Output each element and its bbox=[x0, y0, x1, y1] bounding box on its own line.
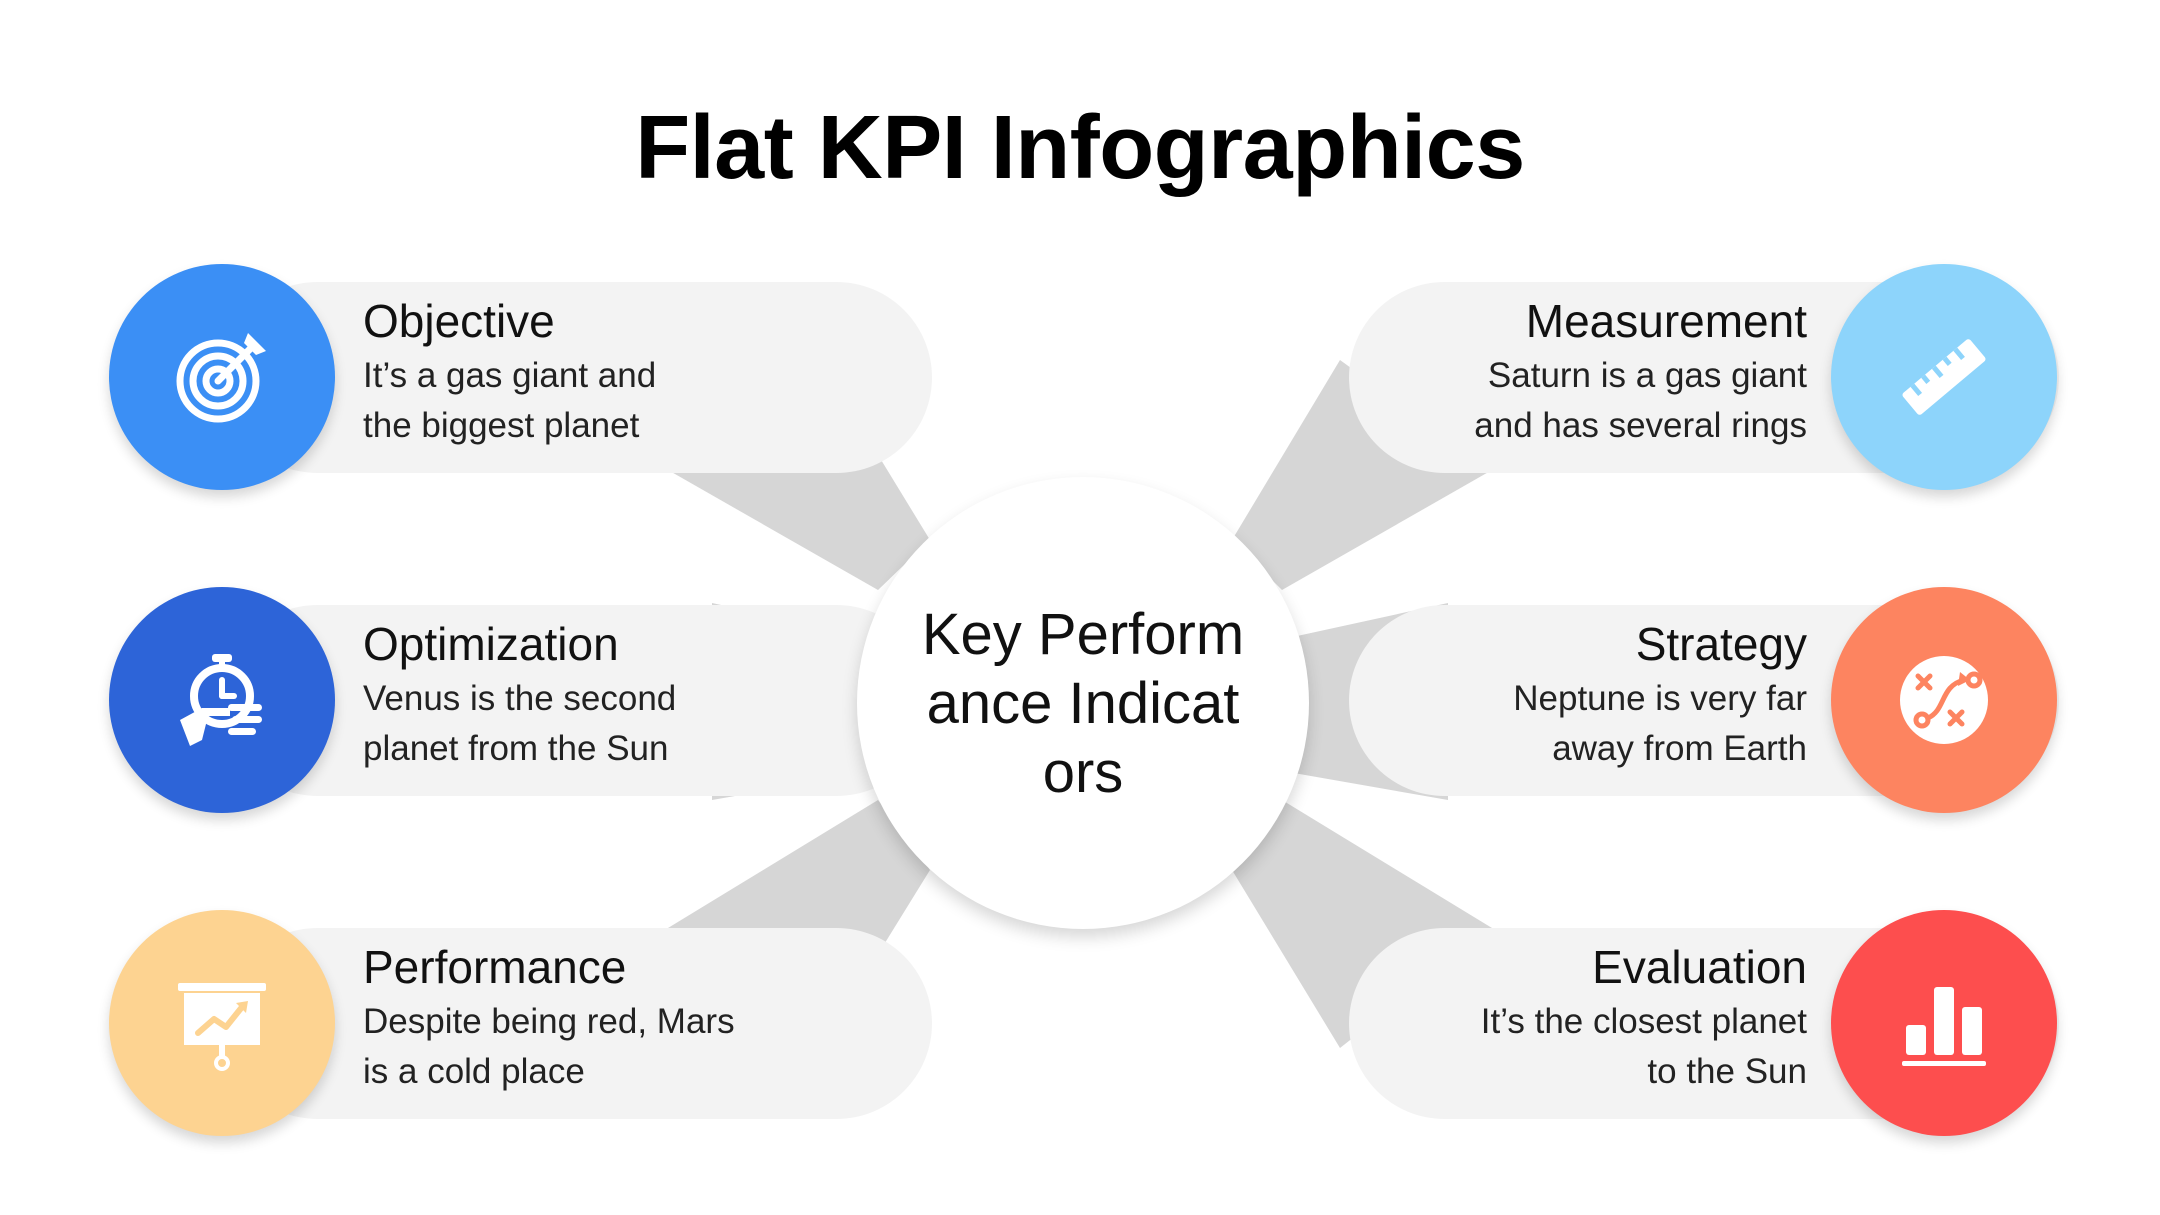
optimization-heading: Optimization bbox=[363, 618, 619, 670]
performance-icon-circle bbox=[109, 910, 335, 1136]
performance-text: Performance Despite being red, Mars is a… bbox=[363, 941, 923, 1097]
strategy-description: Neptune is very far away from Earth bbox=[1513, 679, 1807, 768]
connector-performance bbox=[668, 800, 930, 1048]
measurement-text: Measurement Saturn is a gas giant and ha… bbox=[1247, 295, 1807, 451]
optimization-card bbox=[222, 605, 932, 796]
objective-description: It’s a gas giant and the biggest planet bbox=[363, 356, 657, 445]
objective-card bbox=[222, 282, 932, 473]
optimization-description: Venus is the second planet from the Sun bbox=[363, 679, 677, 768]
page-title: Flat KPI Infographics bbox=[635, 98, 1525, 198]
objective-text: Objective It’s a gas giant and the bigge… bbox=[363, 295, 923, 451]
strategy-text: Strategy Neptune is very far away from E… bbox=[1247, 618, 1807, 774]
optimization-icon-circle bbox=[109, 587, 335, 813]
center-circle: Key Performance Indicators bbox=[857, 477, 1309, 929]
optimization-text: Optimization Venus is the second planet … bbox=[363, 618, 923, 774]
performance-card bbox=[222, 928, 932, 1119]
center-label: Key Performance Indicators bbox=[921, 601, 1245, 805]
connector-evaluation bbox=[1232, 800, 1492, 1048]
evaluation-description: It’s the closest planet to the Sun bbox=[1480, 1002, 1807, 1091]
objective-heading: Objective bbox=[363, 295, 555, 347]
performance-heading: Performance bbox=[363, 941, 627, 993]
strategy-icon-circle bbox=[1831, 587, 2057, 813]
stopwatch-hand-icon bbox=[180, 654, 262, 746]
measurement-heading: Measurement bbox=[1525, 295, 1807, 347]
evaluation-icon-circle bbox=[1831, 910, 2057, 1136]
connector-objective bbox=[668, 360, 930, 590]
evaluation-heading: Evaluation bbox=[1592, 941, 1807, 993]
ruler-icon bbox=[1902, 339, 1986, 415]
measurement-description: Saturn is a gas giant and has several ri… bbox=[1474, 356, 1807, 445]
performance-description: Despite being red, Mars is a cold place bbox=[363, 1002, 735, 1091]
target-icon bbox=[176, 333, 266, 423]
connector-measurement bbox=[1232, 360, 1492, 590]
evaluation-text: Evaluation It’s the closest planet to th… bbox=[1247, 941, 1807, 1097]
presentation-board-icon bbox=[178, 983, 266, 1071]
bar-chart-icon bbox=[1902, 987, 1986, 1066]
objective-icon-circle bbox=[109, 264, 335, 490]
strategy-plan-icon bbox=[1900, 656, 1988, 744]
measurement-icon-circle bbox=[1831, 264, 2057, 490]
strategy-heading: Strategy bbox=[1635, 618, 1807, 670]
